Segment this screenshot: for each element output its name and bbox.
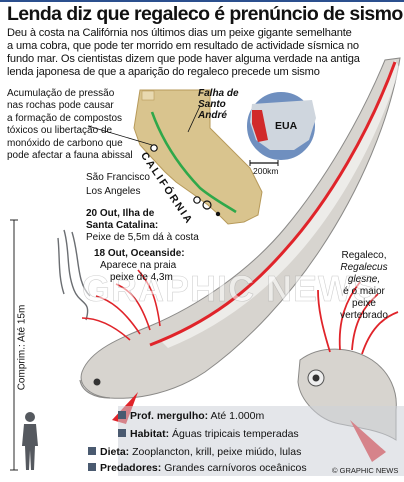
watermark-text: GRAPHIC NEWS [82, 268, 379, 310]
species-line: vertebrado [340, 310, 388, 321]
credit-text: © GRAPHIC NEWS [332, 466, 399, 475]
fact-key: Dieta: [100, 446, 130, 458]
pressure-note-line: monóxido de carbono que [7, 137, 123, 149]
event-description: peixe de 4,3m [110, 272, 173, 283]
pressure-note-line: a formação de compostos [7, 112, 123, 124]
scale-label: 200km [253, 166, 279, 176]
pressure-note-line: tóxicos ou libertação de [7, 125, 113, 137]
los-angeles-marker [193, 196, 201, 204]
length-label: Comprim.: Até 15m [16, 304, 28, 391]
pressure-note-line: Acumulação de pressão [7, 88, 115, 99]
species-line: peixe [352, 298, 376, 309]
bullet-square [118, 411, 126, 419]
bullet-square [118, 429, 126, 437]
fact-value: Até 1.000m [208, 410, 265, 422]
fact-key: Habitat: [130, 428, 170, 440]
intro-line: fundo mar. Os cientistas dizem que pode … [7, 53, 360, 65]
species-line: Regalecus [340, 262, 388, 273]
bullet-square [88, 447, 96, 455]
intro-line: a uma cobra, que pode ter morrido em res… [7, 40, 359, 52]
event-date: 18 Out, Oceanside: [94, 248, 185, 259]
fault-label-line: Falha de [198, 88, 239, 99]
event-oceanside: 18 Out, Oceanside: Aparece na praia peix… [94, 248, 185, 284]
event-description: Peixe de 5,5m dá à costa [86, 232, 199, 243]
fault-label-line: Santo [198, 99, 226, 110]
intro-line: Deu à costa na Califórnia nos últimos di… [7, 27, 352, 39]
oceanside-marker [215, 211, 221, 217]
fact-key: Prof. mergulho: [130, 410, 209, 422]
fact-dive-depth: Prof. mergulho: Até 1.000m [118, 410, 264, 422]
fact-diet: Dieta: Zooplancton, krill, peixe miúdo, … [88, 446, 301, 458]
fact-key: Predadores: [100, 462, 162, 474]
intro-paragraph: Deu à costa na Califórnia nos últimos di… [7, 27, 399, 79]
fact-value: Águas tripicais temperadas [169, 428, 299, 440]
usa-inset-map [245, 90, 317, 166]
event-santa-catalina: 20 Out, Ilha de Santa Catalina: Peixe de… [86, 208, 199, 244]
species-line: glesne, [347, 274, 381, 285]
event-date: Santa Catalina: [86, 220, 159, 231]
city-label-los-angeles: Los Angeles [86, 186, 141, 197]
inset-label: EUA [275, 120, 298, 132]
human-silhouette [22, 412, 38, 470]
fault-label: Falha de Santo André [198, 88, 239, 121]
event-description: Aparece na praia [100, 260, 177, 271]
diver-silhouette [57, 229, 91, 321]
santa-catalina-marker [202, 200, 212, 210]
top-rule [0, 0, 404, 2]
pressure-note-line: pode afectar a fauna abissal [7, 150, 133, 162]
fact-value: Zooplancton, krill, peixe miúdo, lulas [129, 446, 302, 458]
california-map [87, 89, 263, 225]
fact-value: Grandes carnívoros oceânicos [161, 462, 307, 474]
species-line: é o maior [343, 286, 385, 297]
pressure-note: Acumulação de pressão nas rochas pode ca… [7, 88, 157, 162]
event-date: 20 Out, Ilha de [86, 208, 155, 219]
bullet-square [88, 463, 96, 471]
intro-line: lenda japonesa de que a aparição do rega… [7, 66, 320, 78]
fact-predators: Predadores: Grandes carnívoros oceânicos [88, 462, 307, 474]
city-label-san-francisco: São Francisco [86, 172, 150, 183]
fact-habitat: Habitat: Águas tripicais temperadas [118, 428, 299, 440]
fault-label-line: André [198, 110, 227, 121]
pressure-note-line: nas rochas pode causar [7, 100, 114, 112]
species-line: Regaleco, [341, 250, 387, 261]
page-title: Lenda diz que regaleco é prenúncio de si… [7, 3, 403, 25]
length-dimension [10, 219, 18, 471]
san-francisco-marker [150, 144, 158, 152]
species-label: Regaleco, Regalecus glesne, é o maior pe… [327, 250, 401, 322]
